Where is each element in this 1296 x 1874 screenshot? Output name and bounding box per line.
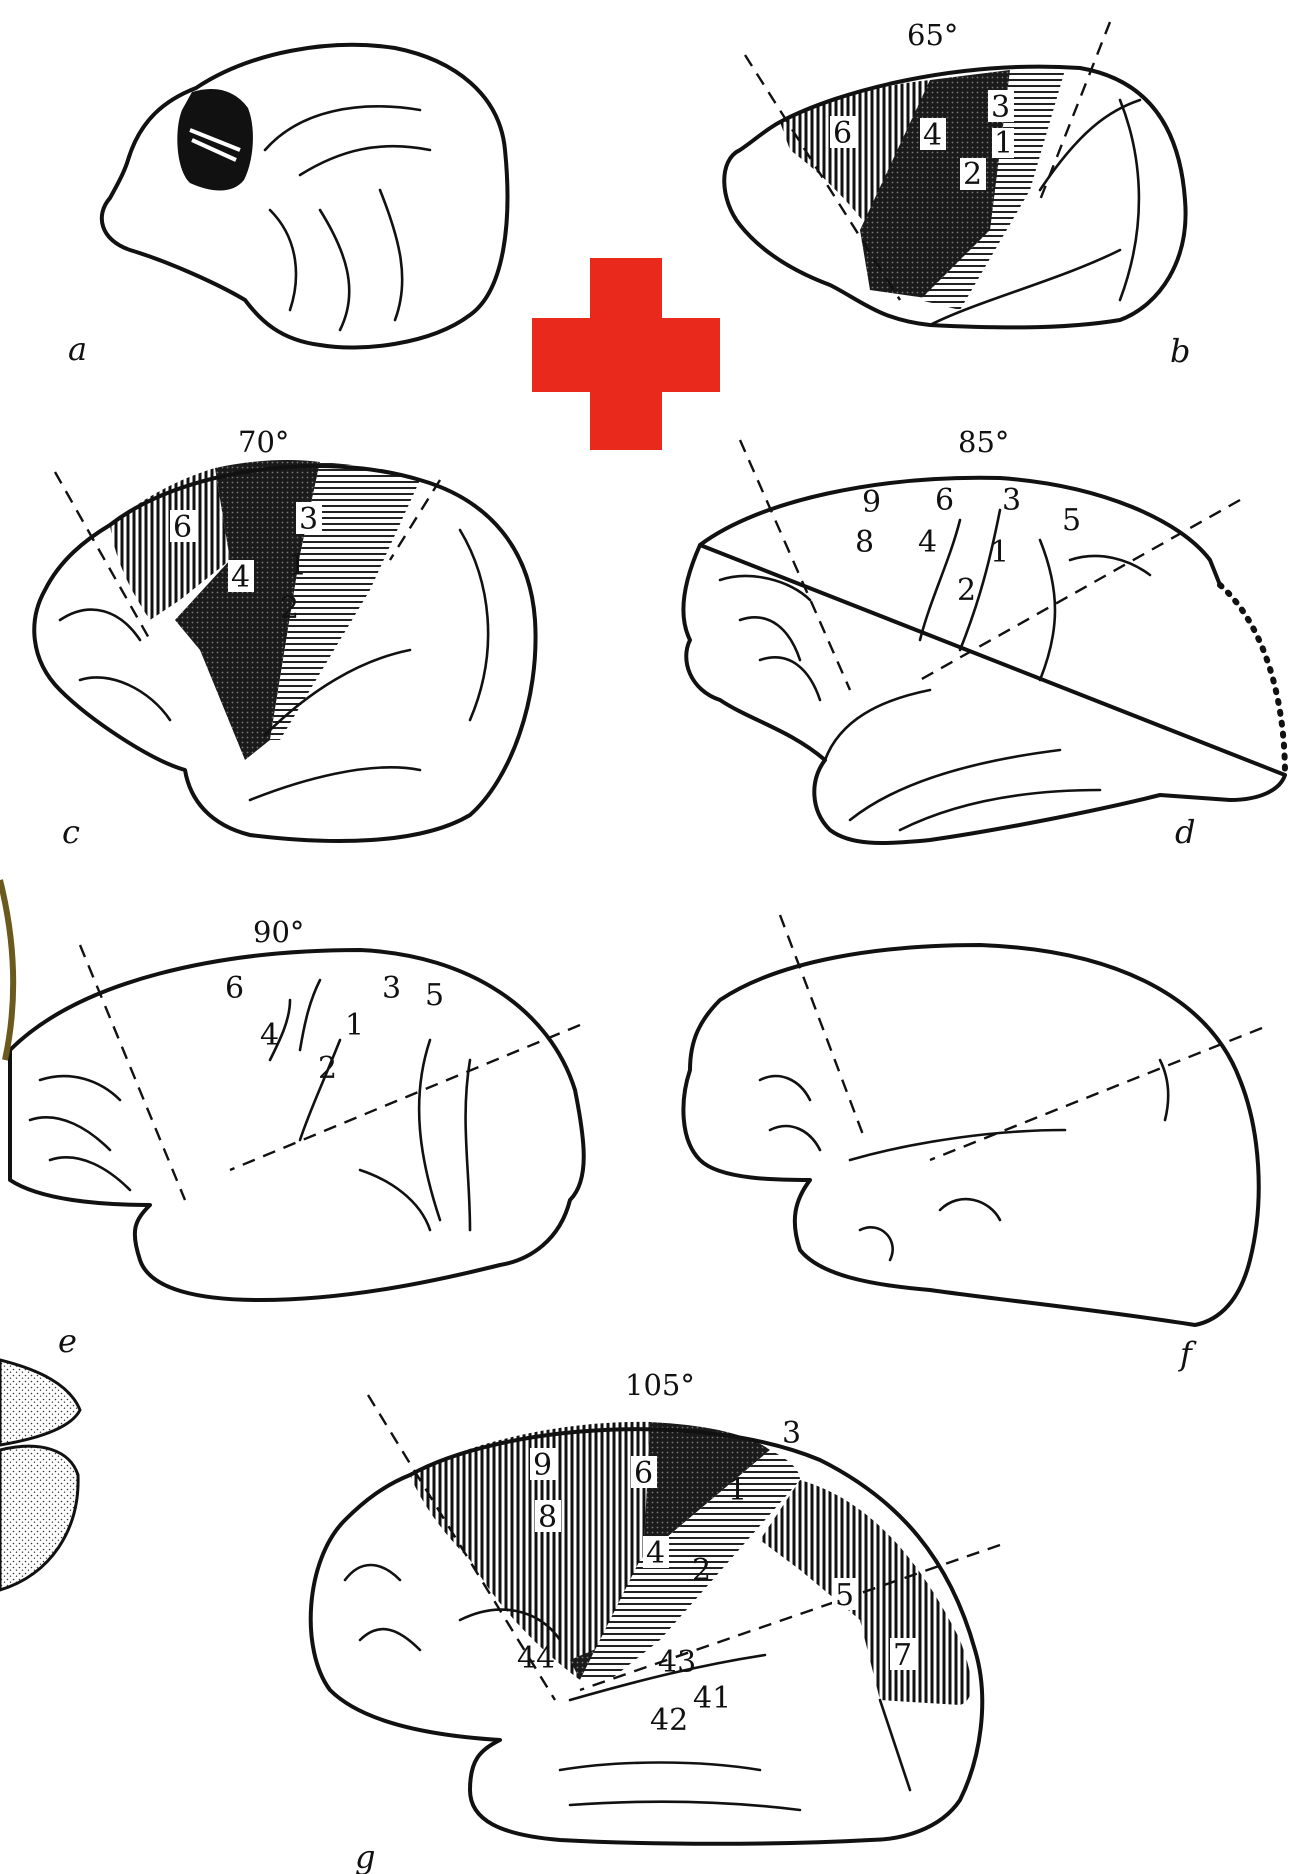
panel-c-area-label-3: 3 bbox=[299, 502, 318, 537]
panel-f-sylvian-fissure bbox=[850, 1130, 1065, 1160]
panel-g-area-label-3: 3 bbox=[782, 1416, 801, 1451]
panel-d-angle: 85° bbox=[958, 425, 1009, 459]
panel-g-area-label-42: 42 bbox=[650, 1703, 688, 1738]
panel-e: 90° 6 3 5 4 1 2 e bbox=[10, 915, 584, 1360]
left-edge-stippled-shape-lower bbox=[0, 1446, 78, 1590]
panel-d-area-label-9: 9 bbox=[862, 485, 881, 520]
panel-a: a bbox=[68, 45, 507, 368]
panel-g: 105° 9 6 3 8 1 4 2 5 44 43 41 42 7 g bbox=[311, 1368, 1000, 1874]
panel-a-sulcus bbox=[265, 106, 430, 330]
panel-e-area-label-2: 2 bbox=[318, 1051, 337, 1086]
panel-c-area-label-2: 2 bbox=[280, 591, 299, 626]
plus-cross-icon bbox=[532, 258, 720, 450]
left-edge-fragments bbox=[0, 880, 80, 1590]
left-edge-stippled-shape-upper bbox=[0, 1360, 80, 1445]
panel-e-area-label-3: 3 bbox=[382, 971, 401, 1006]
panel-e-area-label-1: 1 bbox=[345, 1008, 364, 1043]
panel-g-area-label-2: 2 bbox=[692, 1553, 711, 1588]
panel-c-angle: 70° bbox=[238, 425, 289, 459]
panel-f: f bbox=[683, 915, 1262, 1373]
panel-g-letter: g bbox=[355, 1838, 375, 1874]
panel-b-area-label-3: 3 bbox=[991, 90, 1010, 125]
panel-b-area-label-6: 6 bbox=[833, 116, 852, 151]
panel-d-temporal-lobe bbox=[825, 690, 1100, 830]
left-edge-olive-arc bbox=[0, 880, 13, 1060]
panel-c-area-label-1: 1 bbox=[288, 548, 307, 583]
panel-g-area-label-4: 4 bbox=[646, 1536, 665, 1571]
panel-d-area-label-8: 8 bbox=[855, 525, 874, 560]
panel-g-area-label-9: 9 bbox=[533, 1448, 552, 1483]
panel-b-area-label-1: 1 bbox=[994, 126, 1013, 161]
panel-b-area-label-4: 4 bbox=[923, 118, 942, 153]
panel-e-angle: 90° bbox=[253, 915, 304, 949]
panel-e-area-label-4: 4 bbox=[260, 1018, 279, 1053]
panel-g-area-label-41: 41 bbox=[693, 1681, 731, 1716]
panel-b-area-label-2: 2 bbox=[963, 157, 982, 192]
panel-e-letter: e bbox=[58, 1322, 77, 1360]
panel-d-area-label-5: 5 bbox=[1062, 503, 1081, 538]
panel-g-angle: 105° bbox=[625, 1368, 695, 1402]
panel-d-dotted-occipital bbox=[1220, 585, 1285, 775]
panel-a-letter: a bbox=[68, 330, 87, 368]
panel-d: 85° 9 6 3 5 8 4 1 2 d bbox=[683, 425, 1285, 851]
panel-g-area-label-7: 7 bbox=[893, 1638, 912, 1673]
panel-b-angle: 65° bbox=[907, 18, 958, 52]
panel-d-area-label-6: 6 bbox=[935, 483, 954, 518]
panel-d-letter: d bbox=[1175, 813, 1195, 851]
panel-g-area-label-8: 8 bbox=[538, 1500, 557, 1535]
panel-g-area-label-6: 6 bbox=[634, 1456, 653, 1491]
panel-d-area-label-2: 2 bbox=[957, 573, 976, 608]
panel-e-area-label-6: 6 bbox=[225, 971, 244, 1006]
panel-c: 70° 6 3 4 1 2 c bbox=[34, 425, 535, 851]
panel-d-dashed-axis-left bbox=[740, 440, 850, 690]
panel-d-area-label-4: 4 bbox=[918, 525, 937, 560]
panel-d-brain-outline bbox=[683, 478, 1285, 843]
panel-b-letter: b bbox=[1170, 332, 1190, 370]
panel-c-area-label-6: 6 bbox=[173, 510, 192, 545]
panel-e-sulcus bbox=[30, 980, 470, 1230]
panel-f-dashed-axis-left bbox=[780, 915, 865, 1140]
panel-d-area-label-1: 1 bbox=[990, 535, 1009, 570]
panel-g-area-label-43: 43 bbox=[658, 1645, 696, 1680]
panel-c-area-label-4: 4 bbox=[231, 560, 250, 595]
panel-g-area-label-44: 44 bbox=[517, 1641, 555, 1676]
panel-c-letter: c bbox=[62, 813, 80, 851]
cross-horizontal-bar bbox=[532, 318, 720, 392]
panel-a-brain-outline bbox=[102, 45, 508, 348]
panel-e-brain-outline bbox=[10, 950, 584, 1300]
panel-g-area-label-5: 5 bbox=[835, 1578, 854, 1613]
panel-e-dashed-axis-right bbox=[230, 1025, 580, 1170]
panel-f-letter: f bbox=[1178, 1335, 1197, 1373]
panel-d-area-label-3: 3 bbox=[1002, 483, 1021, 518]
panel-g-area-label-1: 1 bbox=[728, 1473, 747, 1508]
panel-b: 65° 6 4 3 1 2 b bbox=[724, 18, 1190, 370]
panel-e-area-label-5: 5 bbox=[425, 978, 444, 1013]
panel-f-dashed-axis-right bbox=[930, 1028, 1262, 1160]
